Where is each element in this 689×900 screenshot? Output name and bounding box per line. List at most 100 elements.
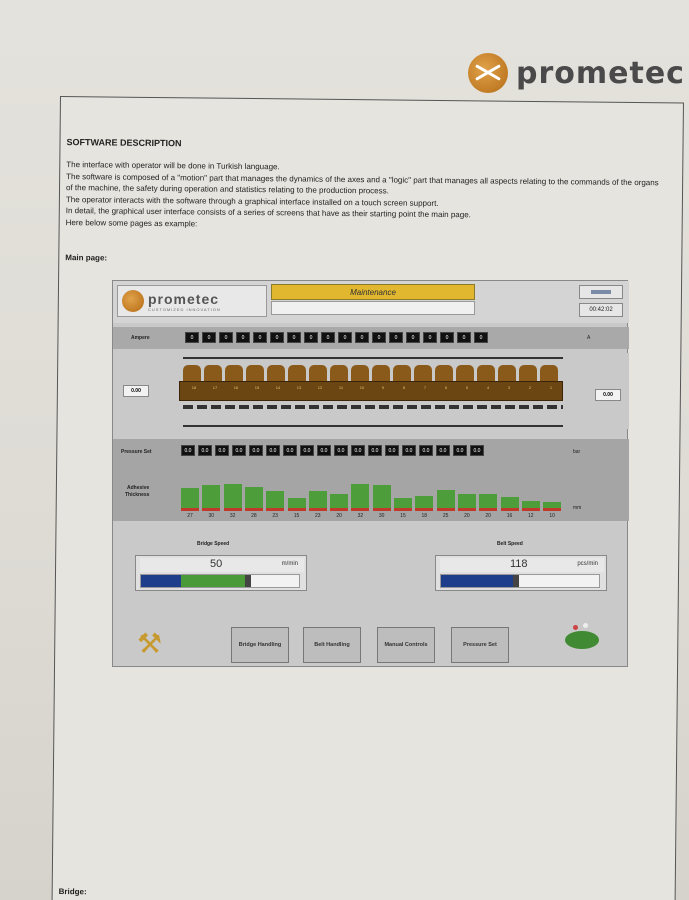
hmi-logo: prometec CUSTOMIZED INNOVATION: [117, 285, 267, 317]
bridge-speed-fill: [181, 575, 245, 587]
bridge-speed-slider[interactable]: [140, 574, 300, 588]
adhesive-bar: [543, 502, 562, 511]
adhesive-bar: [415, 496, 434, 511]
adhesive-bar: [521, 501, 540, 511]
main-page-label: Main page:: [65, 253, 108, 263]
manual-controls-button[interactable]: Manual Controls: [377, 627, 435, 663]
ampere-cell: 0: [355, 332, 369, 343]
belt-speed-readout: 118 pcs/min: [440, 558, 604, 572]
ampere-cell: 0: [457, 332, 471, 343]
adhesive-value: 16: [506, 513, 513, 519]
grass-icon[interactable]: [565, 623, 599, 649]
ampere-cell: 0: [338, 332, 352, 343]
bridge-speed-knob[interactable]: [245, 575, 251, 587]
pressure-set-button[interactable]: Pressure Set: [451, 627, 509, 663]
pressure-cell: 0.0: [266, 445, 280, 456]
ampere-cell: 0: [423, 332, 437, 343]
nozzle: [246, 365, 264, 381]
pressure-cell: 0.0: [470, 445, 484, 456]
belt-speed-panel[interactable]: 118 pcs/min: [435, 555, 607, 591]
beam-number: 18: [191, 385, 197, 390]
bridge-speed-value: 50: [210, 558, 223, 570]
adhesive-value: 25: [442, 513, 449, 519]
beam-number: 14: [275, 385, 281, 390]
bridge-label: Bridge:: [58, 887, 87, 897]
beam-number: 16: [233, 385, 239, 390]
bridge-speed-panel[interactable]: 50 m/min: [135, 555, 307, 591]
wheel-row: [183, 405, 563, 409]
status-message-field: [271, 301, 475, 315]
nozzle: [351, 365, 369, 381]
beam-number: 9: [381, 385, 385, 390]
adhesive-unit: mm: [573, 505, 582, 511]
adhesive-value: 15: [293, 513, 300, 519]
adhesive-value: 32: [229, 513, 236, 519]
beam-number: 10: [359, 385, 365, 390]
belt-speed-knob[interactable]: [513, 575, 519, 587]
ampere-label: Ampere: [131, 335, 150, 341]
beam-number: 5: [465, 385, 469, 390]
pressure-unit: bar: [573, 449, 581, 455]
bridge-speed-fill-blue: [141, 575, 181, 587]
pressure-cell: 0.0: [317, 445, 331, 456]
adhesive-value: 10: [549, 513, 555, 519]
belt-handling-button[interactable]: Belt Handling: [303, 627, 361, 663]
adhesive-value: 27: [187, 513, 193, 519]
tools-icon[interactable]: ⚒: [137, 628, 163, 659]
adhesive-bar: [394, 498, 412, 511]
pressure-label: Pressure Set: [121, 449, 152, 455]
nozzle: [435, 365, 453, 381]
nozzle: [477, 365, 495, 381]
adhesive-bars: [181, 475, 571, 511]
adhesive-bar: [181, 488, 199, 511]
pressure-cell: 0.0: [198, 445, 212, 456]
nozzle: [330, 365, 348, 381]
nozzle-row: [183, 365, 558, 381]
left-position-value[interactable]: 0.00: [123, 385, 149, 397]
hmi-brand: prometec: [148, 290, 220, 307]
status-title[interactable]: Maintenance: [271, 284, 475, 300]
adhesive-bar: [330, 494, 349, 511]
beam-number: 2: [528, 385, 532, 390]
adhesive-bar: [266, 491, 285, 511]
bridge-handling-button[interactable]: Bridge Handling: [231, 627, 289, 663]
ampere-cell: 0: [440, 332, 454, 343]
document-brand: prometec: [516, 55, 685, 91]
pressure-cell: 0.0: [453, 445, 467, 456]
nozzle: [183, 365, 201, 381]
bridge-speed-readout: 50 m/min: [140, 558, 304, 572]
ampere-cell: 0: [389, 332, 403, 343]
nozzle: [267, 365, 285, 381]
pressure-cell: 0.0: [385, 445, 399, 456]
nozzle: [414, 365, 432, 381]
user-icon: [591, 290, 611, 294]
adhesive-value: 20: [336, 513, 342, 519]
pressure-cell: 0.0: [436, 445, 450, 456]
belt-speed-fill: [441, 575, 513, 587]
adhesive-value: 23: [315, 513, 321, 519]
belt-speed-slider[interactable]: [440, 574, 600, 588]
ampere-cell: 0: [202, 332, 216, 343]
user-badge[interactable]: [579, 285, 623, 299]
pressure-cell: 0.0: [181, 445, 195, 456]
adhesive-bar: [287, 498, 306, 511]
right-position-value[interactable]: 0.00: [595, 389, 621, 401]
ampere-cell: 0: [270, 332, 284, 343]
pressure-cell: 0.0: [351, 445, 365, 456]
beam-number: 1: [549, 385, 553, 390]
beam-number: 17: [212, 385, 218, 390]
clock: 00:42:02: [579, 303, 623, 317]
beam-number: 11: [338, 385, 344, 390]
adhesive-value: 20: [464, 513, 470, 519]
adhesive-value: 23: [272, 513, 278, 519]
adhesive-bar: [223, 484, 242, 511]
nozzle: [288, 365, 306, 381]
beam-number: 7: [423, 385, 427, 390]
globe-logo-icon: [122, 290, 144, 312]
document-body: The interface with operator will be done…: [66, 159, 663, 234]
adhesive-value: 28: [251, 513, 257, 519]
globe-logo-icon: [468, 53, 508, 93]
adhesive-bar: [479, 494, 498, 511]
adhesive-label-1: Adhesive: [127, 485, 150, 491]
